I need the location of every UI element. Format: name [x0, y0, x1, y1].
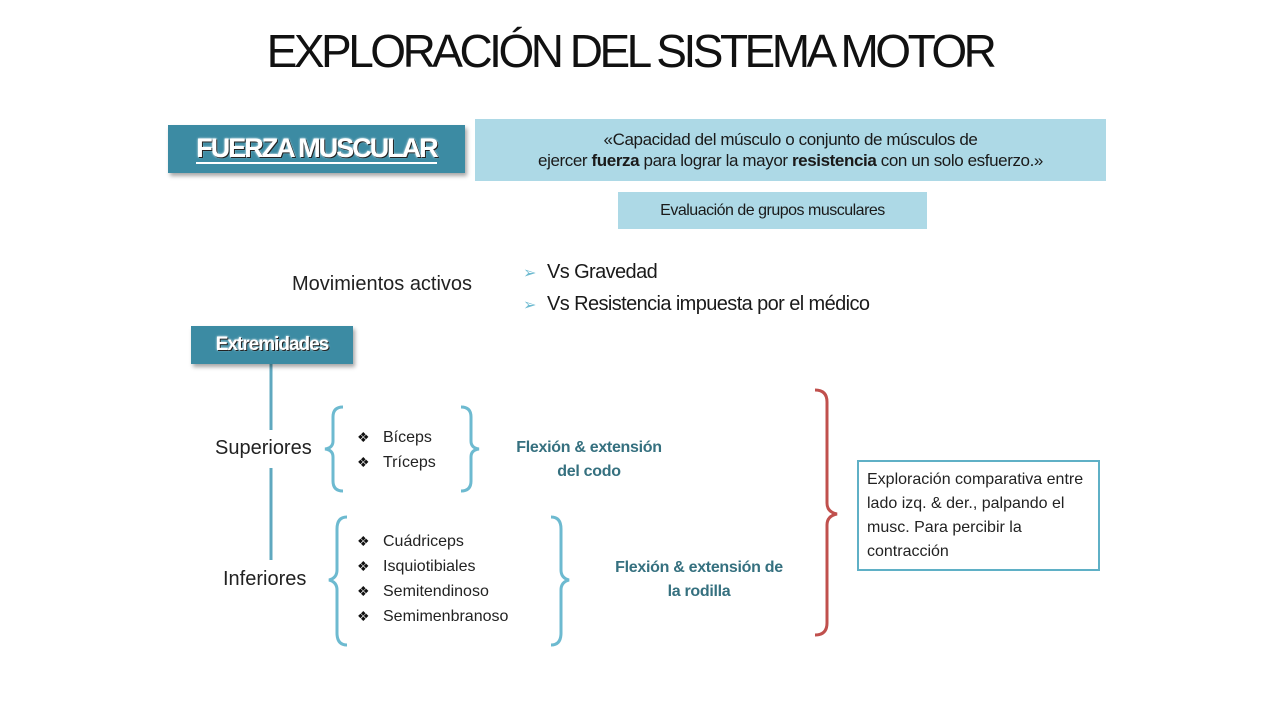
definition-bold-fuerza: fuerza — [591, 151, 640, 170]
superiores-action: Flexión & extensión del codo — [492, 436, 686, 484]
action-line-1: Flexión & extensión — [516, 439, 662, 456]
diamond-bullet-icon: ❖ — [357, 429, 370, 445]
evaluation-box: Evaluación de grupos musculares — [618, 192, 927, 229]
list-item: ❖ Bíceps — [357, 425, 436, 450]
arrow-bullet-icon: ➢ — [523, 297, 536, 314]
action-line-1: Flexión & extensión de — [615, 559, 783, 576]
inferiores-action: Flexión & extensión de la rodilla — [590, 556, 808, 604]
list-item: ❖ Semimenbranoso — [357, 604, 508, 629]
definition-bold-resistencia: resistencia — [791, 151, 877, 170]
movements-label: Movimientos activos — [292, 273, 473, 295]
brace-red-summary — [814, 388, 838, 637]
movement-item-label: Vs Resistencia impuesta por el médico — [547, 293, 870, 315]
brace-right-superiores — [460, 405, 480, 493]
diamond-bullet-icon: ❖ — [357, 583, 370, 599]
movement-item-label: Vs Gravedad — [547, 261, 658, 283]
diamond-bullet-icon: ❖ — [357, 558, 370, 574]
arrow-bullet-icon: ➢ — [523, 265, 536, 282]
superiores-muscle-list: ❖ Bíceps ❖ Tríceps — [357, 425, 436, 475]
muscle-label: Tríceps — [383, 454, 436, 471]
fuerza-muscular-label: FUERZA MUSCULAR — [196, 133, 439, 164]
list-item: ❖ Isquiotibiales — [357, 554, 508, 579]
inferiores-label: Inferiores — [223, 568, 307, 590]
muscle-label: Semitendinoso — [383, 583, 489, 600]
muscle-label: Isquiotibiales — [383, 558, 476, 575]
definition-box: «Capacidad del músculo o conjunto de mús… — [475, 119, 1106, 181]
movements-list: ➢ Vs Gravedad ➢ Vs Resistencia impuesta po… — [523, 257, 870, 321]
definition-text: ejercer — [538, 151, 592, 170]
muscle-label: Cuádriceps — [383, 533, 464, 550]
superiores-label: Superiores — [215, 437, 312, 459]
list-item: ❖ Tríceps — [357, 450, 436, 475]
muscle-label: Semimenbranoso — [383, 608, 509, 625]
brace-left-inferiores — [328, 515, 348, 647]
brace-right-inferiores — [550, 515, 570, 647]
page-title: EXPLORACIÓN DEL SISTEMA MOTOR — [266, 25, 997, 77]
list-item: ❖ Cuádriceps — [357, 529, 508, 554]
brace-left-superiores — [324, 405, 344, 493]
definition-text: con un solo esfuerzo.» — [876, 151, 1044, 170]
definition-line-1: «Capacidad del músculo o conjunto de mús… — [603, 130, 978, 149]
movement-item: ➢ Vs Gravedad — [523, 257, 869, 289]
extremidades-badge: Extremidades — [191, 326, 353, 364]
action-line-2: del codo — [557, 463, 621, 480]
diamond-bullet-icon: ❖ — [357, 533, 370, 549]
muscle-label: Bíceps — [383, 429, 432, 446]
inferiores-muscle-list: ❖ Cuádriceps ❖ Isquiotibiales ❖ Semitendino… — [357, 529, 508, 629]
fuerza-muscular-badge: FUERZA MUSCULAR — [168, 125, 465, 173]
definition-text: para lograr la mayor — [639, 151, 792, 170]
list-item: ❖ Semitendinoso — [357, 579, 508, 604]
movement-item: ➢ Vs Resistencia impuesta por el médico — [523, 289, 870, 321]
comparative-note-box: Exploración comparativa entre lado izq. … — [857, 460, 1100, 571]
definition-line-2: ejercer fuerza para lograr la mayor resi… — [475, 150, 1106, 171]
diamond-bullet-icon: ❖ — [357, 454, 370, 470]
diamond-bullet-icon: ❖ — [357, 608, 370, 624]
action-line-2: la rodilla — [667, 583, 731, 600]
